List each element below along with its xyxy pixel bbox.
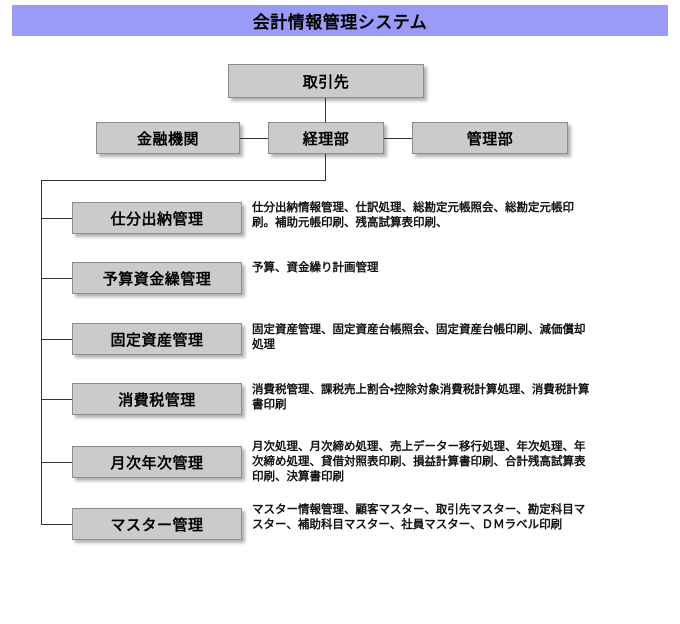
- connector-run-horizontal: [41, 180, 326, 181]
- module-label: 固定資産管理: [110, 330, 204, 349]
- org-node-keiribu: 経理部: [268, 122, 384, 154]
- connector-stub: [41, 524, 72, 525]
- connector-right-horizontal: [384, 138, 412, 139]
- connector-top-vertical: [325, 98, 326, 122]
- connector-stub: [41, 218, 72, 219]
- org-node-torihikisaki: 取引先: [228, 64, 424, 98]
- org-node-kanribu: 管理部: [412, 122, 568, 154]
- org-node-label: 取引先: [302, 72, 350, 91]
- connector-stub: [41, 399, 72, 400]
- connector-stub: [41, 339, 72, 340]
- module-box-kotei-shisan-kanri[interactable]: 固定資産管理: [72, 323, 242, 355]
- module-box-getsuji-nenji-kanri[interactable]: 月次年次管理: [72, 446, 242, 478]
- org-node-label: 金融機関: [136, 129, 199, 148]
- org-node-label: 管理部: [466, 129, 514, 148]
- module-description: 予算、資金繰り計画管理: [252, 260, 379, 274]
- module-label: 仕分出納管理: [110, 209, 204, 228]
- module-description: 仕分出納情報管理、仕訳処理、総勘定元帳照会、総勘定元帳印刷。補助元帳印刷、残高試…: [252, 200, 574, 229]
- module-description: 消費税管理、課税売上割合・控除対象消費税計算処理、消費税計算書印刷: [252, 382, 590, 411]
- module-description: マスター情報管理、顧客マスター、取引先マスター、勘定科目マスター、補助科目マスタ…: [252, 502, 586, 531]
- module-box-shiwake-suito-kanri[interactable]: 仕分出納管理: [72, 202, 242, 234]
- module-box-shohizei-kanri[interactable]: 消費税管理: [72, 383, 242, 415]
- org-node-label: 経理部: [302, 129, 350, 148]
- connector-stub: [41, 278, 72, 279]
- module-label: マスター管理: [110, 515, 204, 534]
- module-label: 消費税管理: [118, 390, 196, 409]
- module-label: 月次年次管理: [110, 453, 204, 472]
- org-node-kinyukikan: 金融機関: [96, 122, 240, 154]
- module-box-master-kanri[interactable]: マスター管理: [72, 508, 242, 540]
- connector-left-horizontal: [240, 138, 268, 139]
- module-label: 予算資金繰管理: [102, 269, 212, 288]
- module-box-yosan-shikinguri-kanri[interactable]: 予算資金繰管理: [72, 262, 242, 294]
- module-description: 固定資産管理、固定資産台帳照会、固定資産台帳印刷、減価償却処理: [252, 322, 586, 351]
- page-title-banner: 会計情報管理システム: [12, 5, 668, 36]
- module-description: 月次処理、月次締め処理、売上データー移行処理、年次処理、年次締め処理、貸借対照表…: [252, 439, 586, 483]
- connector-trunk-vertical: [41, 180, 42, 524]
- connector-stub: [41, 462, 72, 463]
- page-title: 会計情報管理システム: [252, 13, 428, 33]
- connector-down-vertical: [325, 154, 326, 180]
